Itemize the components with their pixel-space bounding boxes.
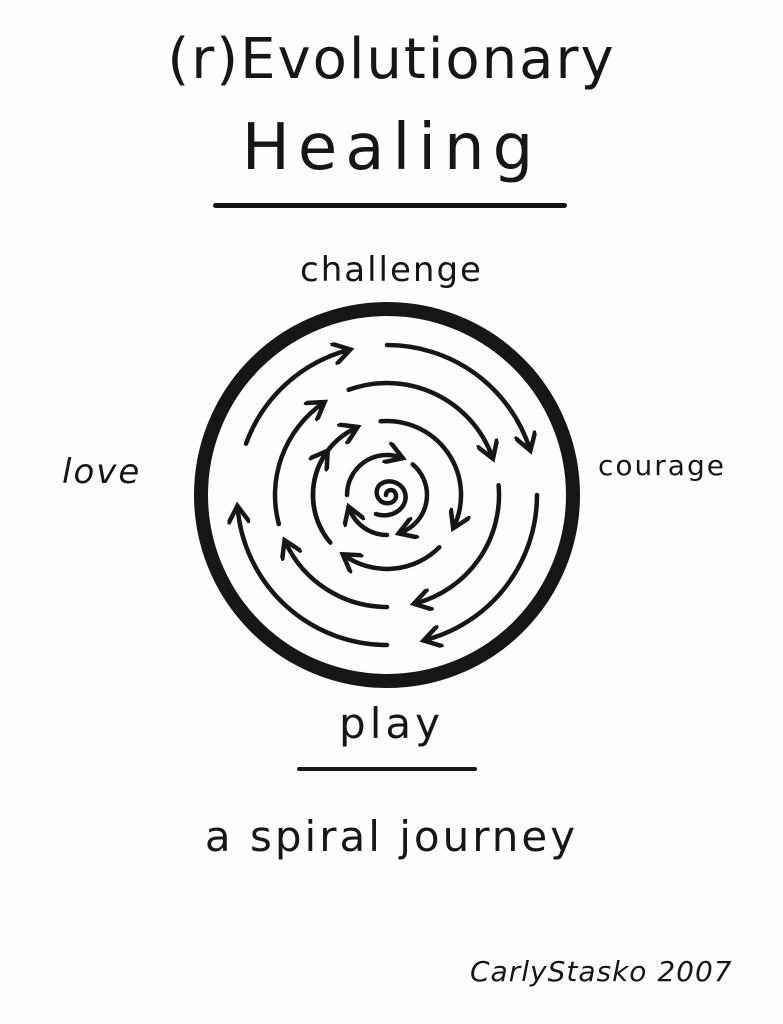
cycle-label-top: challenge — [300, 250, 483, 290]
play-underline — [297, 767, 477, 771]
outer-ring — [194, 302, 580, 688]
cycle-label-left: love — [62, 452, 142, 492]
spiral-arrow-3-1 — [401, 462, 430, 532]
spiral-arrow-1-0 — [272, 403, 323, 527]
spiral-diagram — [194, 302, 580, 688]
spiral-arrow-0-1 — [384, 342, 530, 449]
spiral-center — [373, 479, 408, 518]
spiral-arrow-2-2 — [345, 545, 442, 569]
cycle-label-right: courage — [598, 449, 726, 482]
spiral-arrow-1-1 — [346, 380, 493, 457]
title-line-2: Healing — [241, 111, 542, 185]
cycle-label-bottom: play — [339, 699, 444, 748]
spiral-arrow-1-3 — [286, 542, 390, 610]
spiral-arrow-3-0 — [344, 455, 401, 498]
spiral-arrow-0-2 — [426, 492, 540, 640]
title-underline — [213, 203, 567, 208]
title-line-1: (r)Evolutionary — [167, 27, 616, 92]
spiral-arrow-0-0 — [243, 350, 348, 446]
spiral-arrow-1-2 — [416, 482, 502, 603]
spiral-arrow-2-1 — [378, 418, 461, 526]
spiral-arrow-3-2 — [349, 509, 390, 538]
spiral-arrow-0-3 — [238, 508, 390, 648]
artist-signature: CarlyStasko 2007 — [470, 955, 733, 988]
spiral-arrows — [238, 342, 540, 648]
spiral-arrow-2-3 — [313, 453, 333, 545]
subtitle: a spiral journey — [204, 812, 579, 861]
